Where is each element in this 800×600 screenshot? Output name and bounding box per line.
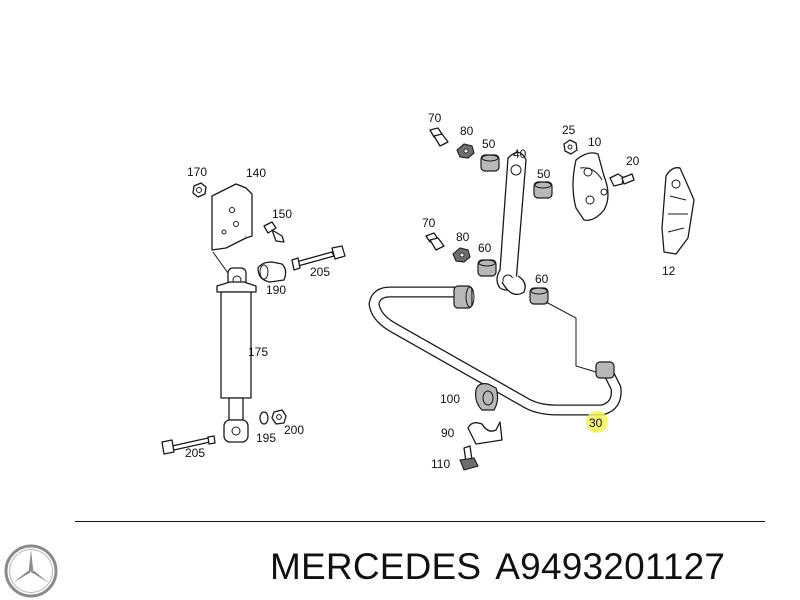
label-70-lower: 70 xyxy=(422,216,436,230)
label-20: 20 xyxy=(626,154,640,168)
nut-25 xyxy=(563,139,578,155)
label-175: 175 xyxy=(248,345,268,359)
bushing-50-upper xyxy=(480,154,500,172)
stabilizer-bar-30 xyxy=(368,285,622,416)
highlight-30 xyxy=(586,411,608,433)
shock-absorber-175 xyxy=(216,267,257,443)
label-150: 150 xyxy=(272,207,292,221)
part-caption: MERCEDES A9493201127 xyxy=(270,546,725,588)
label-100: 100 xyxy=(440,392,460,406)
washer-80-upper xyxy=(456,143,475,159)
label-195: 195 xyxy=(256,431,276,445)
label-190: 190 xyxy=(266,283,286,297)
label-110: 110 xyxy=(431,457,450,471)
part-number: A9493201127 xyxy=(495,546,726,587)
bolt-150 xyxy=(263,221,285,243)
bracket-140 xyxy=(211,183,253,251)
label-30: 30 xyxy=(589,416,603,430)
label-50-upper: 50 xyxy=(482,137,496,151)
bolt-70-lower xyxy=(425,232,445,251)
label-12: 12 xyxy=(662,264,676,278)
bushing-60-lower-left xyxy=(477,259,497,277)
label-40: 40 xyxy=(513,147,527,161)
label-80-lower: 80 xyxy=(456,230,470,244)
label-50-right: 50 xyxy=(537,167,551,181)
label-25: 25 xyxy=(562,123,576,137)
nut-170 xyxy=(192,182,207,198)
washer-195 xyxy=(259,411,269,425)
link-40 xyxy=(496,151,527,296)
bracket-12 xyxy=(661,167,695,255)
label-205-lower: 205 xyxy=(185,446,205,460)
bolt-70-upper xyxy=(429,127,449,147)
clamp-90 xyxy=(467,421,503,445)
bushing-50-right xyxy=(533,181,553,199)
bolt-20 xyxy=(609,173,635,187)
label-90: 90 xyxy=(441,426,455,440)
bracket-10 xyxy=(572,152,609,221)
bolt-205-lower xyxy=(161,435,216,455)
bushing-190 xyxy=(257,261,287,283)
label-80-upper: 80 xyxy=(460,124,474,138)
mount-100 xyxy=(475,383,499,411)
nut-200 xyxy=(271,409,287,425)
mercedes-star-icon xyxy=(4,544,58,598)
footer-divider xyxy=(75,521,765,522)
bolt-205-upper xyxy=(291,245,346,271)
label-10: 10 xyxy=(588,135,602,149)
washer-80-lower xyxy=(452,247,471,263)
label-205-upper: 205 xyxy=(310,265,330,279)
label-70-upper: 70 xyxy=(428,111,442,125)
label-60-lower-left: 60 xyxy=(478,241,492,255)
label-200: 200 xyxy=(284,423,304,437)
label-140: 140 xyxy=(246,166,266,180)
brand-name: MERCEDES xyxy=(270,546,482,587)
bolt-110 xyxy=(459,445,479,471)
bushing-60-lower-right xyxy=(529,287,549,305)
label-170: 170 xyxy=(187,165,207,179)
label-60-lower-right: 60 xyxy=(535,272,549,286)
